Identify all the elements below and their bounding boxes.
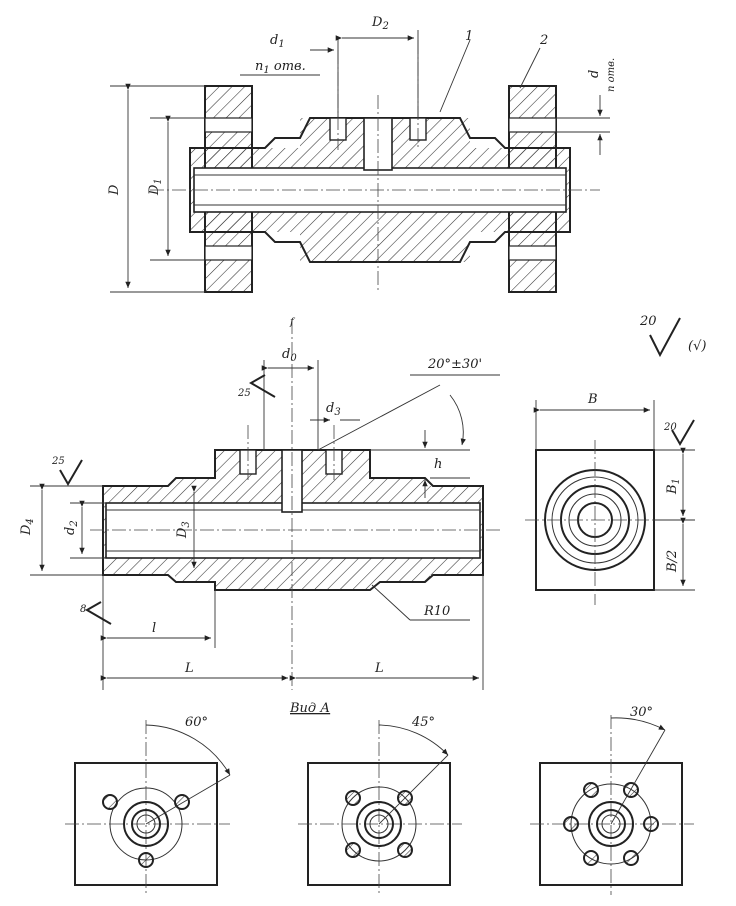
roughness-general-symbol: 20 (√) [639,314,706,358]
view-a-60: 60° [65,715,231,895]
mid-l-label: l [152,621,156,636]
part-1-label: 1 [465,29,473,44]
angle-30-label: 30° [630,705,653,720]
mid-D3-label: D3 [175,521,192,539]
mid-rough-bottom-label: 8 [80,604,86,615]
mid-D4-label: D4 [19,518,36,536]
mid-rough-left-label: 25 [51,456,65,467]
view-a-45: 45° [298,715,462,895]
side-B2-label: B/2 [665,550,680,573]
top-section-view: D D1 d1 n1 отв. D2 1 2 d n отв. [107,15,617,293]
svg-text:20: 20 [639,314,657,329]
mid-L-right-label: L [374,661,384,676]
top-n1-label: n1 отв. [255,59,306,76]
side-B1-label: B1 [665,478,682,495]
top-d1-label: d1 [270,33,285,50]
mid-d2-label: d2 [63,520,80,535]
view-a-30: 30° [530,705,694,895]
mid-d0-label: d0 [282,347,297,364]
top-D1-label: D1 [147,178,164,196]
mid-L-left-label: L [184,661,194,676]
top-d-label: d [587,70,602,78]
top-D2-label: D2 [371,15,389,32]
mid-angle-label: 20°±30' [427,357,482,372]
top-D-label: D [107,184,122,196]
svg-text:(√): (√) [688,339,706,354]
angle-60-label: 60° [185,715,208,730]
side-B-label: B [587,392,598,407]
side-view: B B1 B/2 20 [525,392,695,605]
view-a-title: Вид А [289,701,330,716]
mid-R10-label: R10 [423,604,450,619]
side-rough-label: 20 [663,422,677,433]
mid-mark-label: f [289,317,296,328]
part-2-label: 2 [539,33,548,48]
mid-rough-top-label: 25 [237,388,251,399]
angle-45-label: 45° [411,715,435,730]
mid-h-label: h [434,457,442,472]
middle-section-view: f d0 d3 20°±30' h D4 d2 D3 25 8 25 R10 l… [19,317,500,690]
mid-d3-label: d3 [326,401,341,418]
top-n-otv-right-label: n отв. [606,58,617,92]
